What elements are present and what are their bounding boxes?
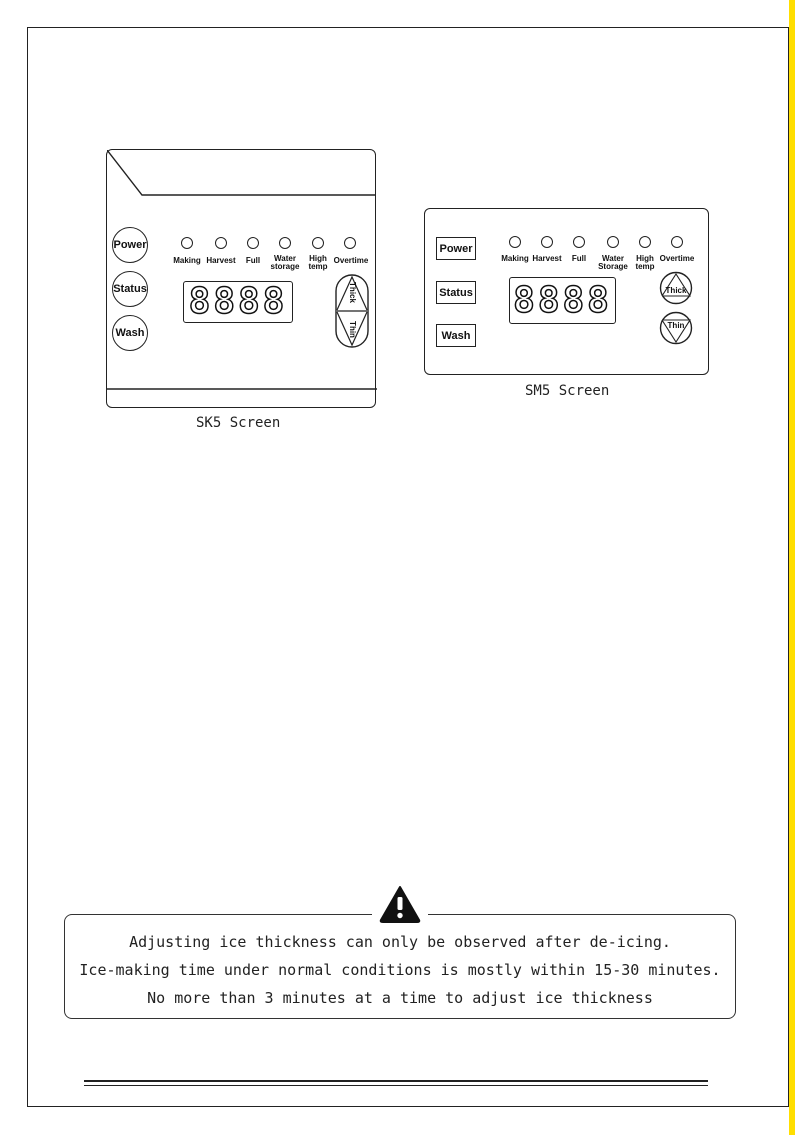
sk5-label-water-storage: Water storage — [270, 254, 300, 271]
sk5-label-high-temp: High temp — [308, 254, 328, 271]
sm5-led-high-temp — [639, 236, 651, 248]
sk5-digit-display: 8888 — [183, 281, 293, 323]
warning-line-3: No more than 3 minutes at a time to adju… — [147, 989, 653, 1007]
sm5-label-making: Making — [501, 254, 529, 263]
sk5-rocker-outline — [335, 274, 369, 348]
sm5-thick-button[interactable]: Thick — [659, 271, 693, 305]
sk5-led-harvest — [215, 237, 227, 249]
edge-color-strip — [789, 0, 795, 1135]
sm5-digit-display: 8888 — [509, 277, 616, 324]
sk5-label-making: Making — [173, 256, 201, 265]
sk5-thick-button[interactable]: Thick — [335, 274, 369, 311]
sm5-thin-button[interactable]: Thin — [659, 311, 693, 345]
sk5-label-harvest: Harvest — [206, 256, 236, 265]
sm5-thick-up-triangle-icon — [659, 271, 693, 305]
sm5-label-overtime: Overtime — [659, 254, 695, 263]
sk5-thin-label: Thin — [347, 321, 357, 338]
sk5-led-full — [247, 237, 259, 249]
sk5-thick-label: Thick — [347, 282, 357, 303]
sm5-led-harvest — [541, 236, 553, 248]
sk5-wash-button[interactable]: Wash — [112, 315, 148, 351]
sk5-caption: SK5 Screen — [196, 415, 281, 431]
sk5-led-overtime — [344, 237, 356, 249]
sm5-thin-down-triangle-icon — [659, 311, 693, 345]
sk5-thin-button[interactable]: Thin — [335, 311, 369, 348]
sm5-label-high-temp: High temp — [635, 254, 655, 271]
sm5-caption: SM5 Screen — [525, 383, 610, 399]
warning-triangle-icon — [379, 886, 421, 923]
sm5-label-full: Full — [571, 254, 587, 263]
sk5-panel-lines — [107, 150, 377, 390]
sk5-label-overtime: Overtime — [333, 256, 369, 265]
sm5-label-water-storage: Water Storage — [598, 254, 628, 271]
sk5-panel: Power Status Wash Making Harvest Full Wa… — [106, 149, 377, 408]
sm5-label-harvest: Harvest — [532, 254, 562, 263]
sk5-thickness-rocker: Thick Thin — [335, 274, 369, 348]
sm5-led-overtime — [671, 236, 683, 248]
sm5-led-water-storage — [607, 236, 619, 248]
sm5-wash-button[interactable]: Wash — [436, 324, 476, 347]
sm5-power-button[interactable]: Power — [436, 237, 476, 260]
sm5-display-digits: 8888 — [512, 279, 612, 321]
sm5-led-making — [509, 236, 521, 248]
sm5-thin-label: Thin — [667, 321, 685, 330]
sk5-power-button[interactable]: Power — [112, 227, 148, 263]
footer-rule-bottom — [84, 1085, 708, 1086]
footer-rule-top — [84, 1080, 708, 1082]
page-frame — [27, 27, 789, 1107]
sk5-status-button[interactable]: Status — [112, 271, 148, 307]
warning-line-2: Ice-making time under normal conditions … — [79, 961, 721, 979]
sm5-panel: Power Status Wash Making Harvest Full Wa… — [424, 208, 709, 375]
sk5-label-full: Full — [245, 256, 261, 265]
sk5-display-digits: 8888 — [188, 281, 288, 322]
sk5-led-high-temp — [312, 237, 324, 249]
sk5-led-water-storage — [279, 237, 291, 249]
warning-line-1: Adjusting ice thickness can only be obse… — [129, 933, 671, 951]
sm5-led-full — [573, 236, 585, 248]
sk5-led-making — [181, 237, 193, 249]
sm5-thick-label: Thick — [665, 286, 687, 295]
sm5-status-button[interactable]: Status — [436, 281, 476, 304]
